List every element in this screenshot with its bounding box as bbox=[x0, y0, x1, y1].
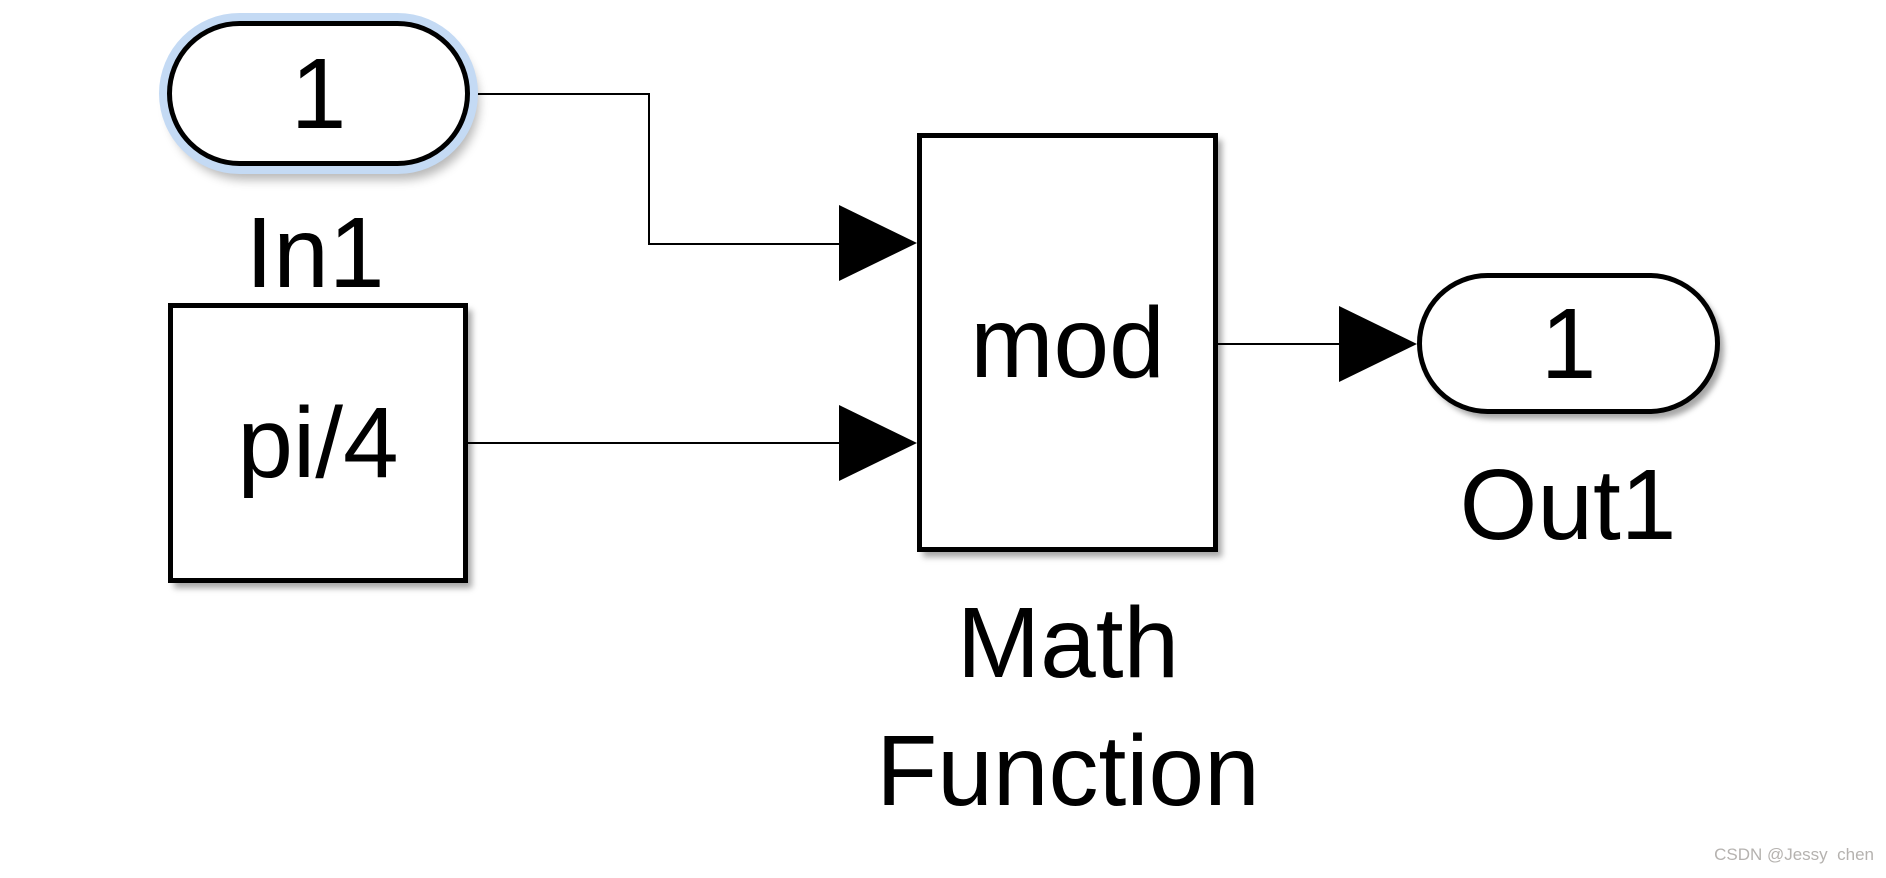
signal1-segment-horizontal1[interactable] bbox=[470, 93, 650, 95]
signal1-arrowhead-icon[interactable] bbox=[839, 205, 917, 281]
signal1-segment-horizontal2[interactable] bbox=[648, 243, 839, 245]
signal3-arrowhead-icon[interactable] bbox=[1339, 306, 1417, 382]
math-function-block[interactable]: mod bbox=[917, 133, 1218, 552]
outport-block[interactable]: 1 bbox=[1417, 273, 1720, 414]
outport-label[interactable]: Out1 bbox=[1459, 449, 1677, 561]
inport-block[interactable]: 1 bbox=[167, 21, 470, 166]
constant-value: pi/4 bbox=[237, 387, 399, 499]
inport-port-number: 1 bbox=[290, 37, 347, 150]
signal1-segment-vertical[interactable] bbox=[648, 93, 650, 245]
math-function-label-line2: Function bbox=[876, 715, 1260, 827]
signal2-arrowhead-icon[interactable] bbox=[839, 405, 917, 481]
signal3-segment[interactable] bbox=[1218, 343, 1340, 345]
signal2-segment[interactable] bbox=[468, 442, 839, 444]
inport-label[interactable]: In1 bbox=[245, 197, 385, 309]
math-function-label-line1: Math bbox=[956, 587, 1180, 699]
watermark: CSDN @Jessy chen bbox=[1714, 845, 1874, 864]
math-function-label[interactable]: Math Function bbox=[818, 579, 1318, 835]
constant-block[interactable]: pi/4 bbox=[168, 303, 468, 583]
outport-port-number: 1 bbox=[1540, 287, 1597, 400]
math-function-operator: mod bbox=[970, 286, 1165, 399]
